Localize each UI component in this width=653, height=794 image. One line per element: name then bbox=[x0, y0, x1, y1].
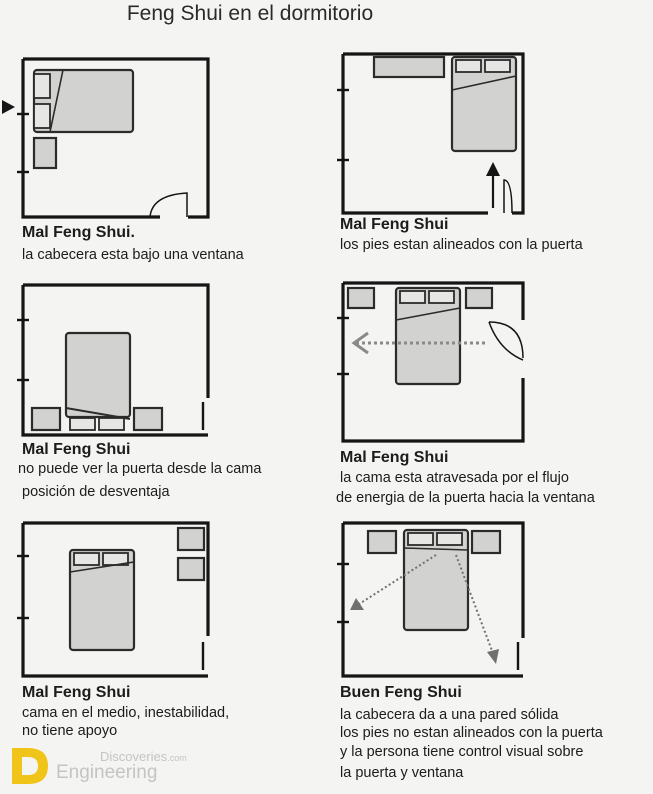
bed bbox=[32, 68, 135, 134]
panel-6-heading: Buen Feng Shui bbox=[340, 684, 462, 701]
watermark-tld: .com bbox=[167, 753, 187, 763]
wall bbox=[341, 52, 525, 215]
panel-3-heading: Mal Feng Shui bbox=[22, 441, 131, 458]
left-arrow-icon bbox=[351, 331, 369, 355]
window-arrow-icon bbox=[2, 100, 15, 114]
wall bbox=[21, 57, 210, 219]
arrow-head-icon bbox=[350, 598, 364, 610]
pillow bbox=[407, 532, 434, 546]
bed bbox=[64, 331, 132, 419]
floor-plan-1 bbox=[2, 57, 210, 219]
floor-plan-2 bbox=[337, 52, 525, 215]
pillow bbox=[436, 532, 463, 546]
pillow bbox=[73, 552, 100, 566]
panel-3-line-2: posición de desventaja bbox=[22, 484, 170, 500]
pillow bbox=[455, 59, 482, 73]
door-swing bbox=[488, 321, 524, 361]
blanket-fold bbox=[69, 561, 135, 573]
nightstand bbox=[176, 526, 206, 552]
blanket-fold bbox=[451, 75, 517, 91]
panel-4-heading: Mal Feng Shui bbox=[340, 449, 449, 466]
panel-6-line-2: los pies no estan alineados con la puert… bbox=[340, 725, 603, 741]
nightstand bbox=[176, 556, 206, 582]
panel-6-line-3: y la persona tiene control visual sobre bbox=[340, 744, 584, 760]
wall bbox=[341, 521, 525, 678]
pillow bbox=[69, 417, 96, 431]
panel-2-line-1: los pies estan alineados con la puerta bbox=[340, 237, 583, 253]
panel-2-heading: Mal Feng Shui bbox=[340, 216, 449, 233]
panel-5-line-2: no tiene apoyo bbox=[22, 723, 118, 739]
wall bbox=[21, 283, 210, 437]
pillow bbox=[98, 417, 125, 431]
panel-4-line-1: la cama esta atravesada por el flujo bbox=[340, 470, 569, 486]
panel-1-line-1: la cabecera esta bajo una ventana bbox=[22, 247, 244, 263]
door-swing bbox=[149, 192, 188, 218]
discoveries-logo-icon bbox=[12, 748, 48, 784]
floor-plan-6 bbox=[337, 521, 525, 678]
nightstand bbox=[464, 286, 494, 310]
wall bbox=[21, 521, 210, 678]
door-swing bbox=[488, 321, 524, 359]
blanket-fold bbox=[403, 547, 469, 551]
watermark-site: Discoveries bbox=[100, 749, 168, 764]
nightstand bbox=[470, 529, 502, 555]
panel-5-heading: Mal Feng Shui bbox=[22, 684, 131, 701]
pillow bbox=[428, 290, 455, 304]
pillow bbox=[33, 103, 51, 129]
nightstand bbox=[32, 136, 58, 170]
page-title: Feng Shui en el dormitorio bbox=[126, 2, 374, 25]
wall bbox=[341, 281, 525, 443]
panel-3-line-1: no puede ver la puerta desde la cama bbox=[18, 461, 262, 477]
watermark: Discoveries.com Engineering bbox=[8, 744, 228, 788]
bed bbox=[450, 55, 518, 153]
nightstand bbox=[132, 406, 164, 432]
watermark-name: Engineering bbox=[56, 762, 158, 783]
panel-6-line-1: la cabecera da a una pared sólida bbox=[340, 707, 559, 723]
bed bbox=[402, 528, 470, 632]
blanket-fold bbox=[49, 69, 64, 133]
nightstand bbox=[346, 286, 376, 310]
pillow bbox=[33, 73, 51, 99]
bed bbox=[394, 286, 462, 386]
panel-1-heading: Mal Feng Shui. bbox=[22, 224, 135, 241]
bed bbox=[68, 548, 136, 652]
blanket-fold bbox=[395, 307, 461, 321]
up-arrow-icon bbox=[486, 162, 500, 176]
panel-5-line-1: cama en el medio, inestabilidad, bbox=[22, 705, 230, 721]
door-swing bbox=[503, 179, 513, 214]
floor-plan-4 bbox=[337, 281, 525, 443]
nightstand bbox=[366, 529, 398, 555]
arrow-head-icon bbox=[487, 649, 499, 664]
pillow bbox=[399, 290, 426, 304]
floor-plan-5 bbox=[17, 521, 210, 678]
nightstand bbox=[30, 406, 62, 432]
panel-6-line-4: la puerta y ventana bbox=[340, 765, 464, 781]
panel-4-line-2: de energia de la puerta hacia la ventana bbox=[336, 490, 595, 506]
dresser bbox=[372, 55, 446, 79]
floor-plan-3 bbox=[17, 283, 210, 437]
pillow bbox=[484, 59, 511, 73]
